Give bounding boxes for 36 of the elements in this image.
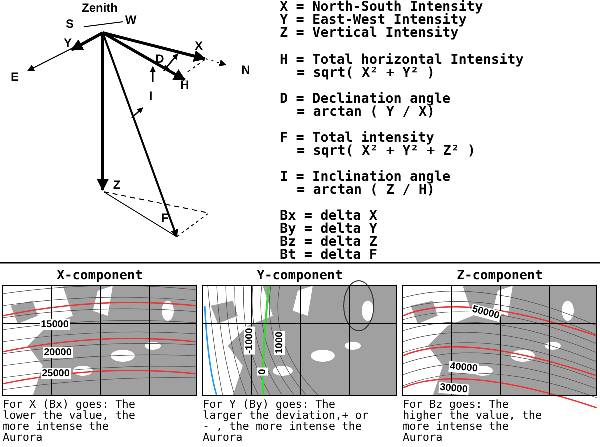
vector-label: F <box>161 211 169 225</box>
definition-text: By = delta Y <box>280 221 378 237</box>
contour-label: 20000 <box>43 348 73 358</box>
vector-label: H <box>180 78 190 92</box>
contour-label: 25000 <box>41 368 71 380</box>
definition-text: Bt = delta F <box>280 247 378 263</box>
definition-text: X = North-South Intensity <box>280 0 484 15</box>
definition-text: = sqrt( X² + Y² ) <box>297 65 436 81</box>
vector-label: E <box>11 70 19 84</box>
vector-label: W <box>125 13 137 27</box>
vector-label: Zenith <box>82 1 118 15</box>
definition-text: Bx = delta X <box>280 208 378 224</box>
definition-text: F = Total intensity <box>280 130 434 146</box>
definition-text: I = Inclination angle <box>280 169 451 185</box>
definition-text: H = Total horizontal Intensity <box>280 52 524 68</box>
definition-text: D = Declination angle <box>280 91 451 107</box>
contour-label: 15000 <box>40 320 70 330</box>
map-title: X-component <box>56 268 144 284</box>
contour-label: 0 <box>258 368 268 376</box>
vector-label: X <box>195 39 203 53</box>
vector-label: D <box>156 52 164 66</box>
vector-label: S <box>66 17 74 31</box>
vector-label: I <box>149 89 153 103</box>
caption-text: For Y (By) goes: The larger the deviation,+ or - , the more intense the Aurora <box>203 399 370 443</box>
contour-label: -1000 <box>244 327 256 355</box>
vector-label: Z <box>113 178 121 192</box>
caption-text: For X (Bx) goes: The lower the value, the more intense the Aurora <box>3 399 136 443</box>
map-title: Y-component <box>256 268 344 284</box>
contour-label: 1000 <box>274 330 286 356</box>
definition-text: = arctan ( Z / H) <box>297 182 436 198</box>
vector-label: Y <box>64 36 72 50</box>
map-title: Z-component <box>456 268 544 284</box>
caption-text: For Bz goes: The higher the value, the more intense the Aurora <box>403 399 542 443</box>
vector-label: N <box>242 63 250 77</box>
definition-text: = arctan ( Y / X) <box>297 104 436 120</box>
definition-text: Z = Vertical Intensity <box>280 25 459 41</box>
